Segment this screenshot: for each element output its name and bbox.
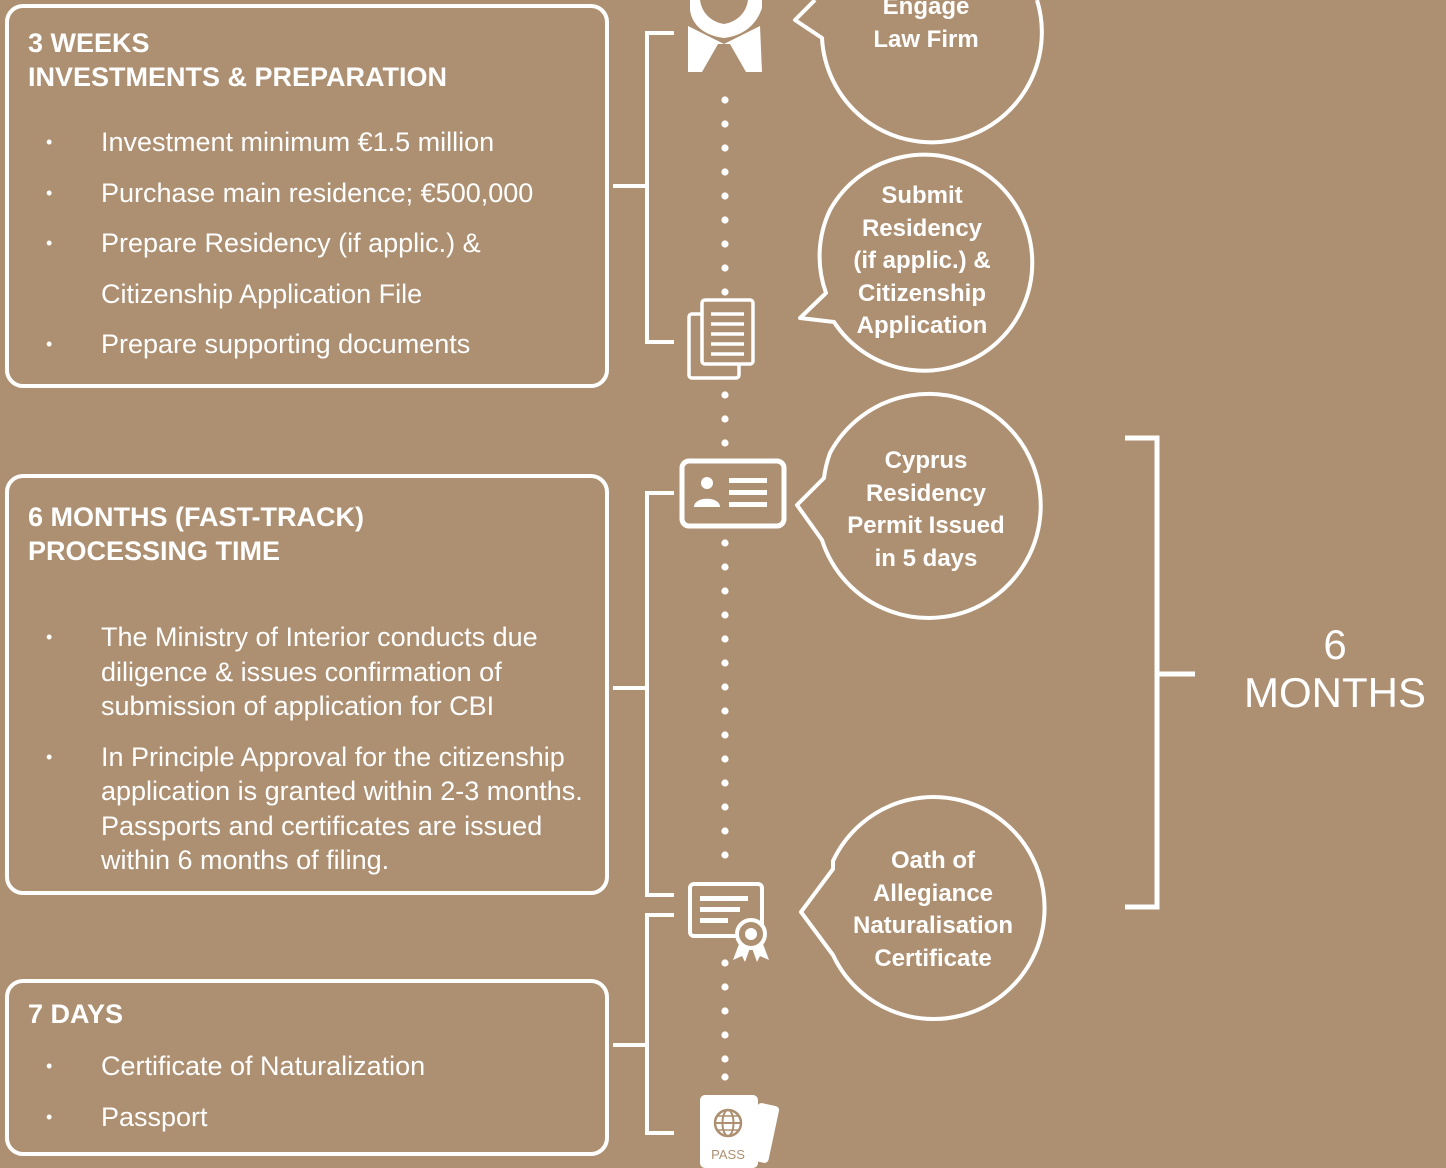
passport-label: PASS — [711, 1147, 745, 1162]
bubble-oath-certificate — [799, 795, 1047, 1021]
duration-unit: MONTHS — [1244, 669, 1426, 716]
stage-panel-final: 7 DAYS •Certificate of Naturalization •P… — [5, 979, 609, 1156]
bullet-icon: • — [46, 132, 53, 152]
bullet-icon: • — [46, 233, 53, 253]
list-item: •Passport — [28, 1092, 605, 1143]
list-item: •Certificate of Naturalization — [28, 1041, 605, 1092]
id-card-icon — [679, 458, 787, 529]
bracket-stage-2 — [613, 491, 674, 897]
milestone-submit-application: Submit Residency (if applic.) & Citizens… — [853, 182, 991, 339]
duration-number: 6 — [1323, 621, 1347, 668]
milestone-oath-certificate: Oath of Allegiance Naturalisation Certif… — [852, 847, 1014, 972]
stage-items: •Certificate of Naturalization •Passport — [28, 1041, 605, 1143]
list-item: •Purchase main residence; €500,000 — [28, 168, 605, 219]
certificate-icon — [688, 882, 769, 962]
stage-panel-preparation: 3 WEEKS INVESTMENTS & PREPARATION •Inves… — [5, 4, 609, 388]
bracket-stage-3 — [613, 913, 674, 1135]
stage-items: •Investment minimum €1.5 million •Purcha… — [28, 117, 605, 370]
bullet-icon: • — [46, 1056, 53, 1076]
list-item: •In Principle Approval for the citizensh… — [46, 741, 583, 876]
list-item: •The Ministry of Interior conducts due d… — [46, 622, 538, 721]
bubble-residency-permit — [795, 391, 1043, 620]
lawyer-icon — [688, 0, 762, 72]
list-item: •Prepare Residency (if applic.) & — [28, 218, 605, 269]
stage-heading: 3 WEEKS INVESTMENTS & PREPARATION — [28, 28, 448, 92]
timeline-dots — [721, 96, 729, 1081]
list-item: •Prepare supporting documents — [28, 319, 605, 370]
duration-bracket — [1125, 435, 1195, 910]
milestone-engage-law-firm: Engage Law Firm — [873, 0, 979, 53]
passport-icon: PASS — [700, 1095, 780, 1168]
bracket-stage-1 — [613, 31, 674, 344]
duration-label: 6 MONTHS — [1225, 621, 1445, 717]
bullet-icon: • — [46, 746, 53, 767]
list-item: •Investment minimum €1.5 million — [28, 117, 605, 168]
bullet-icon: • — [46, 627, 53, 647]
bubble-submit-application — [798, 152, 1035, 373]
list-item: Citizenship Application File — [101, 278, 423, 309]
bullet-icon: • — [46, 334, 53, 354]
milestone-residency-permit: Cyprus Residency Permit Issued in 5 days — [847, 447, 1005, 572]
stage-items: •The Ministry of Interior conducts due d… — [28, 620, 605, 878]
stage-panel-processing: 6 MONTHS (FAST-TRACK) PROCESSING TIME •T… — [5, 474, 609, 895]
bubble-engage-law-firm — [793, 0, 1044, 145]
bullet-icon: • — [46, 182, 53, 203]
documents-icon — [687, 298, 755, 380]
stage-heading: 6 MONTHS (FAST-TRACK) PROCESSING TIME — [28, 502, 364, 566]
bullet-icon: • — [46, 1107, 53, 1127]
stage-heading: 7 DAYS — [28, 999, 124, 1029]
